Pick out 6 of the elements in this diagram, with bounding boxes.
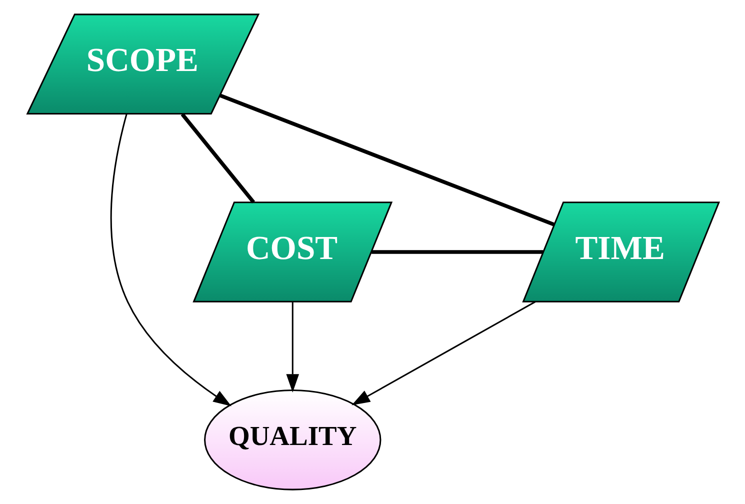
arrow bbox=[110, 114, 231, 406]
connector bbox=[219, 94, 554, 226]
connector bbox=[180, 112, 255, 204]
connector bbox=[371, 250, 543, 254]
arrow bbox=[351, 301, 536, 406]
arrow bbox=[286, 302, 299, 392]
